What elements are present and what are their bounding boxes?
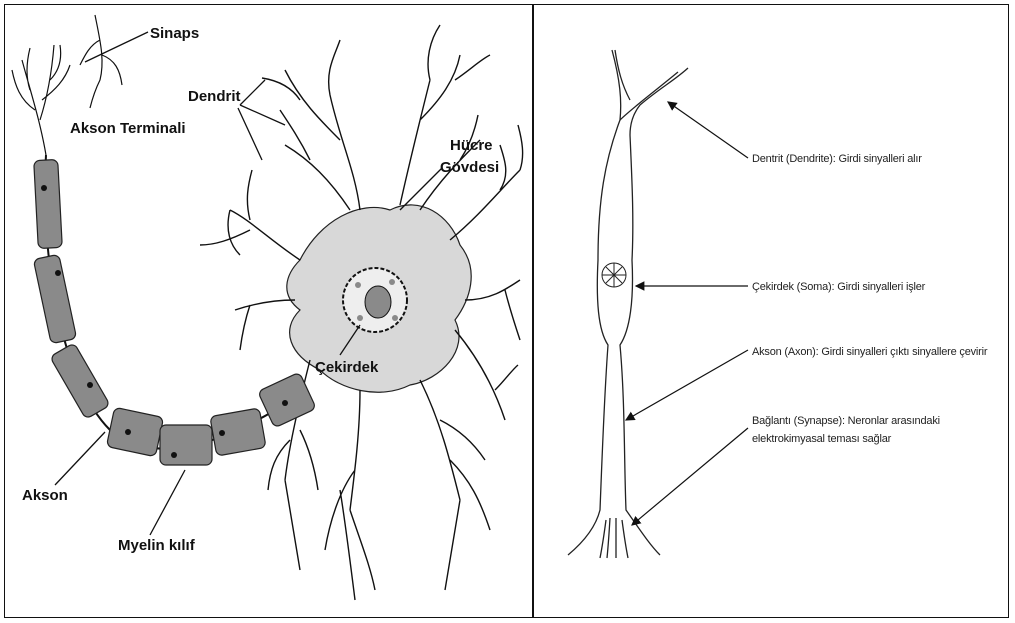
schematic-outline: [568, 50, 688, 558]
label-right-baglanti-line1: Bağlantı (Synapse): Neronlar arasındaki: [752, 415, 940, 427]
label-right-cekirdek: Çekirdek (Soma): Girdi sinyalleri işler: [752, 281, 926, 293]
arrow-akson: [626, 350, 748, 420]
arrow-dendrit: [668, 102, 748, 158]
schematic-nucleus: [602, 263, 626, 287]
label-right-akson: Akson (Axon): Girdi sinyalleri çıktı sin…: [752, 346, 988, 358]
label-right-dendrit: Dentrit (Dendrite): Girdi sinyalleri alı…: [752, 153, 922, 165]
arrow-baglanti: [632, 428, 748, 525]
label-right-baglanti-line2: elektrokimyasal teması sağlar: [752, 433, 892, 445]
